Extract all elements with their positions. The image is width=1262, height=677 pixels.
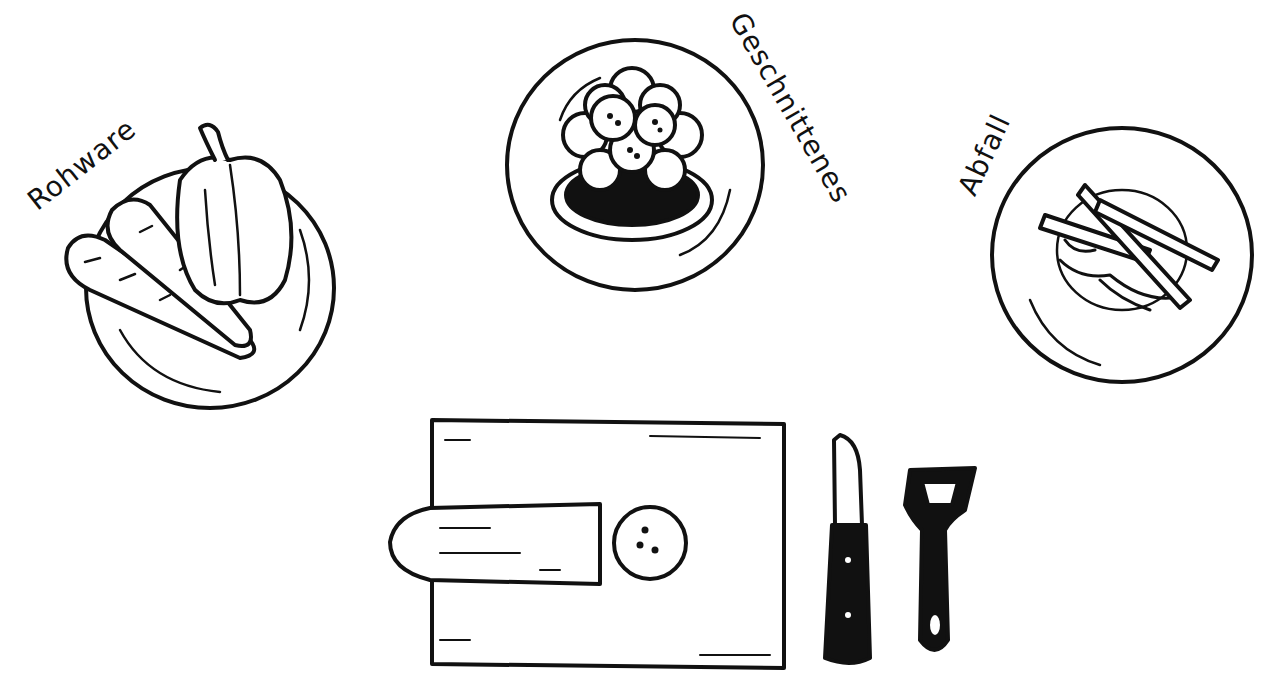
knife	[834, 435, 862, 525]
plate	[507, 40, 763, 290]
plate-label: Geschnittenes	[724, 8, 855, 207]
plate-label: Abfall	[954, 110, 1016, 199]
carrot	[390, 504, 600, 584]
pepper	[177, 158, 291, 304]
carrot-slice	[614, 507, 686, 579]
plate	[992, 128, 1252, 382]
peeler	[905, 468, 975, 650]
